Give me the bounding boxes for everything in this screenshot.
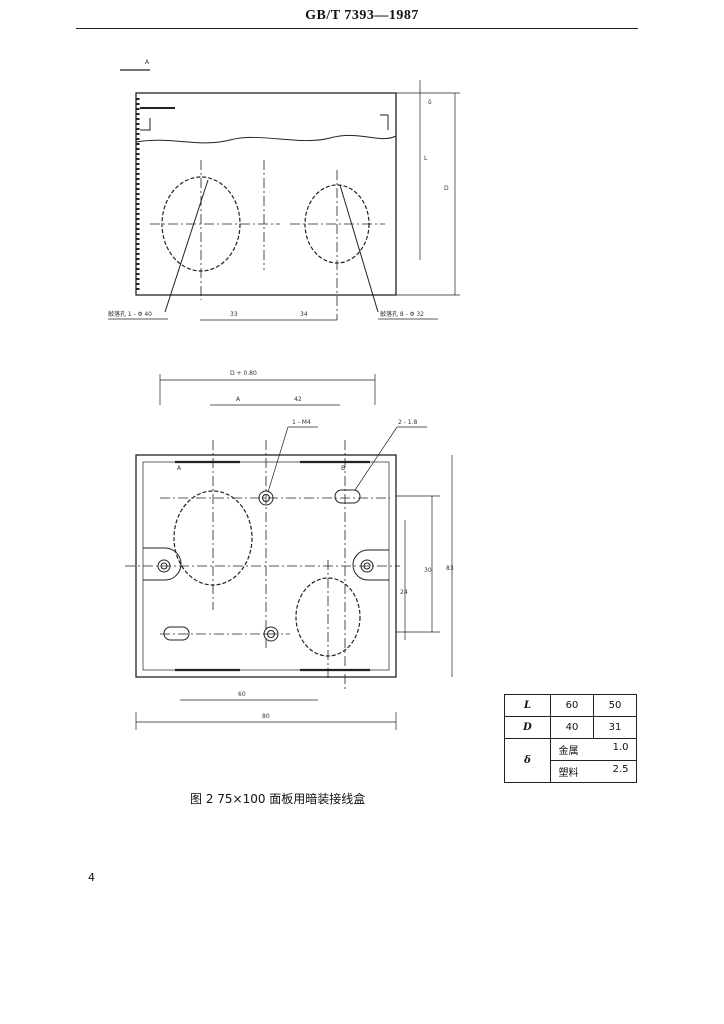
row-value: 60 — [550, 694, 594, 717]
plan-section-b: B — [341, 465, 345, 472]
page-number: 4 — [88, 871, 95, 884]
plan-dim-top-a: A — [236, 396, 241, 403]
metal-cell: 金属 1.0 — [550, 738, 637, 761]
plan-dim-top-b: 42 — [294, 396, 302, 403]
plastic-cell: 塑料 2.5 — [550, 760, 637, 783]
side-dim-left: 33 — [230, 311, 238, 318]
plastic-value: 2.5 — [612, 764, 629, 775]
table-row: 塑料 2.5 — [505, 760, 637, 783]
standard-header: GB/T 7393—1987 — [305, 8, 419, 23]
row-value: 40 — [550, 716, 594, 739]
plan-view: D + 0.80 A 42 1 - M4 2 - 1.8 — [125, 370, 454, 730]
table-row: L 60 50 — [504, 694, 637, 717]
row-key-delta: δ — [504, 738, 551, 783]
side-label-a: A — [145, 59, 150, 66]
table-row: δ 金属 1.0 — [504, 738, 637, 783]
side-dim-d: D — [444, 185, 449, 192]
plan-callout-slot: 2 - 1.8 — [398, 419, 418, 426]
plan-dim-bottom-outer: 80 — [262, 713, 270, 720]
side-dim-right: 34 — [300, 311, 308, 318]
plan-section-a: A — [177, 465, 182, 472]
row-key: L — [504, 694, 551, 717]
row-value: 31 — [593, 716, 637, 739]
plan-dim-bottom-inner: 60 — [238, 691, 246, 698]
header-rule — [76, 28, 638, 29]
plan-callout-m4: 1 - M4 — [292, 419, 311, 426]
metal-label: 金属 — [558, 746, 579, 757]
plan-dim-right-inner: 30 — [424, 567, 432, 574]
plan-dim-right-mid: 24 — [400, 589, 408, 596]
side-callout-left: 敲落孔 1 - Φ 40 — [108, 310, 152, 318]
table-row: D 40 31 — [504, 716, 637, 739]
plan-dim-right-outer: 83 — [446, 565, 454, 572]
row-key: D — [504, 716, 551, 739]
metal-value: 1.0 — [612, 742, 629, 753]
plastic-label: 塑料 — [558, 768, 579, 779]
spec-table: L 60 50 D 40 31 δ 金属 1.0 塑料 2.5 — [504, 694, 637, 783]
row-value: 50 — [593, 694, 637, 717]
plan-dim-top-overall: D + 0.80 — [230, 370, 257, 377]
figure-caption: 图 2 75×100 面板用暗装接线盒 — [190, 792, 366, 806]
side-dim-l: L — [424, 155, 428, 162]
svg-text:δ: δ — [428, 99, 432, 106]
side-callout-right: 敲落孔 8 - Φ 32 — [380, 310, 424, 318]
side-view: A δ L D 33 34 敲落孔 1 - Φ 40 敲落孔 8 - Φ 32 — [108, 59, 460, 321]
